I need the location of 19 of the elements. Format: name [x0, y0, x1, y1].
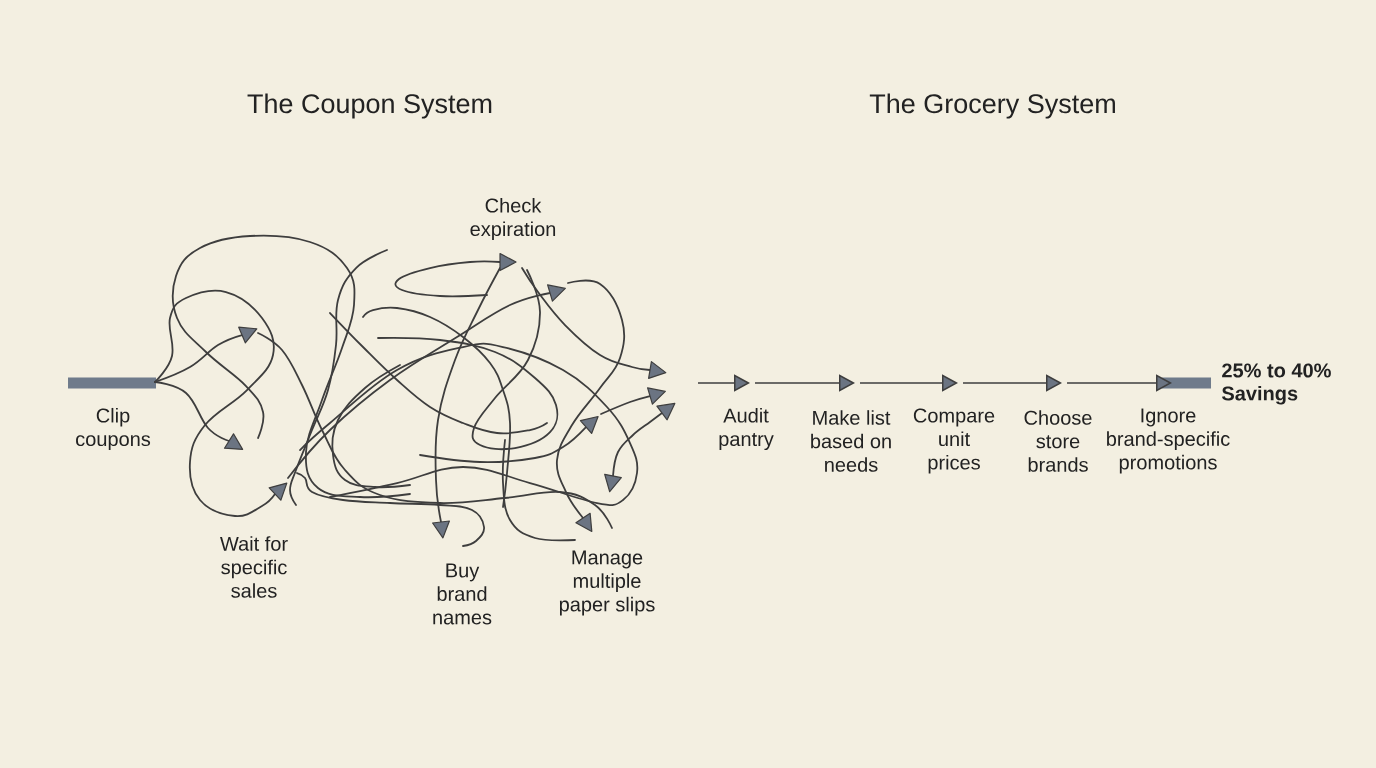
step-label: Compare unit prices — [913, 408, 995, 474]
section-title: The Grocery System — [869, 93, 1115, 119]
result-label: 25% to 40% Savings — [1221, 363, 1331, 405]
step-label: Manage multiple paper slips — [559, 550, 655, 616]
step-label: Choose store brands — [1024, 410, 1092, 472]
thick-bar — [1162, 377, 1211, 389]
arrow — [962, 374, 1062, 392]
step-label: Clip coupons — [76, 407, 151, 451]
arrow — [1066, 374, 1172, 392]
step-label: Ignore brand-specific promotions — [1107, 408, 1230, 474]
step-label: Check expiration — [470, 197, 556, 241]
step-label: Buy brand names — [433, 563, 492, 625]
arrow — [697, 374, 750, 392]
arrow — [859, 374, 958, 392]
step-label: Audit pantry — [719, 407, 774, 451]
arrow — [754, 374, 855, 392]
step-label: Make list based on needs — [811, 410, 891, 472]
section-title: The Coupon System — [247, 93, 492, 119]
step-label: Wait for specific sales — [220, 536, 288, 598]
